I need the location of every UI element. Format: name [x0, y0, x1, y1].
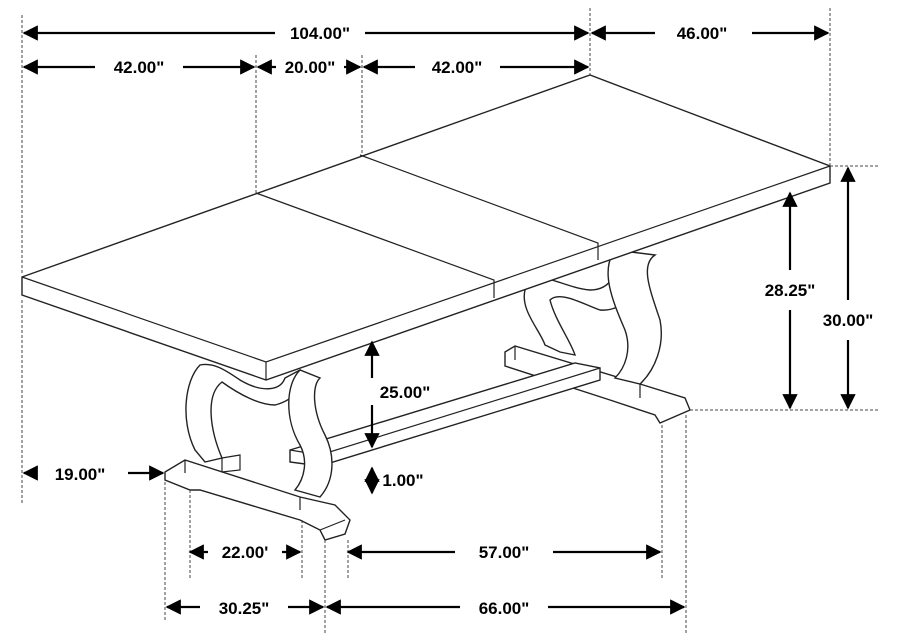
label-base-length: 66.00"	[479, 599, 530, 618]
label-overhang: 19.00"	[55, 465, 106, 484]
stretcher	[289, 362, 601, 467]
label-overall-height: 30.00"	[823, 311, 874, 330]
label-base-inner-width: 22.00'	[222, 543, 269, 562]
label-stretcher-height: 1.00"	[382, 471, 423, 490]
label-base-width: 30.25"	[219, 599, 270, 618]
label-width: 46.00"	[677, 24, 728, 43]
dimension-labels: 104.00" 46.00" 42.00" 20.00" 42.00" 30.0…	[55, 24, 874, 618]
label-left-section: 42.00"	[114, 58, 165, 77]
table-illustration	[21, 74, 831, 541]
label-apron-height: 28.25"	[765, 281, 816, 300]
dimension-arrows	[22, 25, 856, 615]
label-right-section: 42.00"	[432, 58, 483, 77]
table-top	[21, 74, 831, 381]
extension-lines	[21, 8, 880, 635]
left-trestle	[164, 363, 351, 541]
label-base-inner-length: 57.00"	[479, 543, 530, 562]
label-leaf: 20.00"	[285, 58, 336, 77]
label-clearance: 25.00"	[380, 383, 431, 402]
right-trestle	[504, 248, 691, 424]
label-overall-length: 104.00"	[290, 24, 350, 43]
